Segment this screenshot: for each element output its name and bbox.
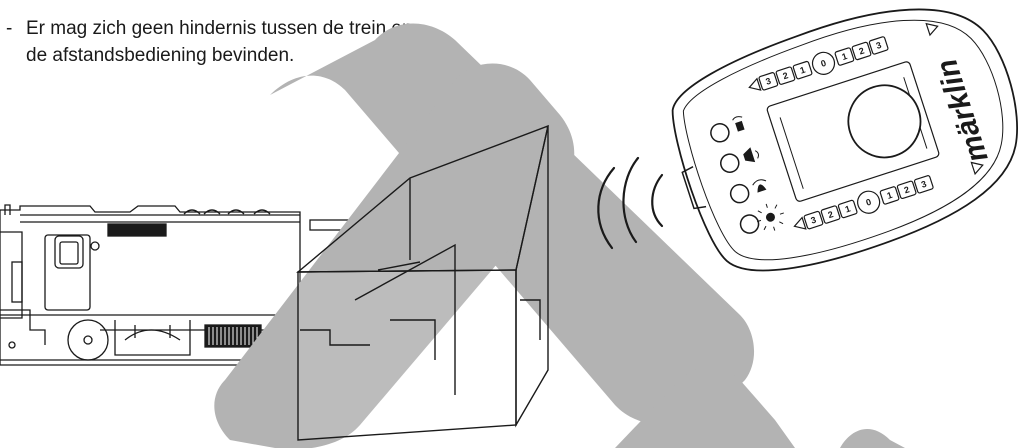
remote-control-icon: 3 2 1 0 1 2 3 3 2 1 0 1 2 3	[653, 0, 1028, 296]
